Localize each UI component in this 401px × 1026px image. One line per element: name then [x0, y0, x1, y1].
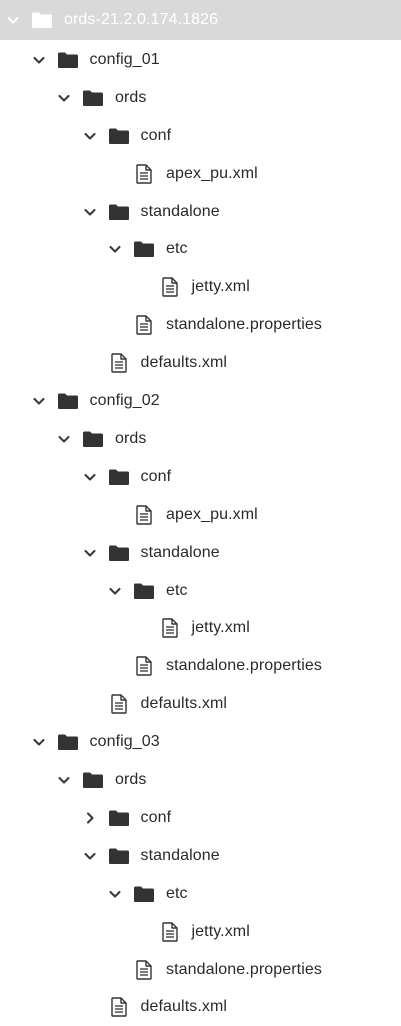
tree-item-label: config_03	[89, 733, 160, 751]
tree-row-folder[interactable]: ords	[0, 420, 401, 458]
folder-icon	[133, 581, 155, 601]
tree-item-label: jetty.xml	[191, 619, 250, 637]
folder-icon	[57, 50, 79, 70]
chevron-down-icon[interactable]	[32, 735, 46, 749]
file-icon	[133, 959, 155, 980]
tree-row-folder[interactable]: config_01	[0, 41, 401, 79]
folder-icon	[82, 770, 104, 790]
chevron-down-icon[interactable]	[83, 849, 97, 863]
tree-item-label: etc	[166, 240, 188, 258]
tree-row-folder[interactable]: conf	[0, 458, 401, 496]
folder-icon	[108, 467, 130, 487]
tree-item-label: standalone.properties	[166, 960, 322, 978]
tree-item-label: standalone	[140, 543, 220, 561]
tree-item-label: config_02	[89, 392, 160, 409]
tree-item-label: etc	[166, 581, 188, 599]
tree-item-label: ords	[115, 771, 147, 788]
folder-icon	[108, 808, 130, 828]
tree-item-label: standalone.properties	[166, 316, 322, 334]
folder-icon	[108, 126, 130, 146]
file-icon	[159, 277, 181, 297]
tree-row-folder[interactable]: etc	[0, 572, 401, 610]
tree-item-label: etc	[166, 884, 188, 902]
chevron-down-icon[interactable]	[6, 13, 20, 27]
tree-row-folder[interactable]: conf	[0, 117, 401, 155]
tree-row-file[interactable]: defaults.xml	[0, 685, 401, 723]
tree-item-label: conf	[140, 467, 172, 485]
tree-item-label: apex_pu.xml	[166, 505, 258, 523]
file-icon	[108, 353, 130, 373]
folder-icon	[57, 391, 79, 411]
chevron-right-icon[interactable]	[83, 811, 97, 825]
tree-item-label: jetty.xml	[191, 922, 250, 940]
tree-item-label: ords	[115, 429, 147, 447]
tree-row-file[interactable]: standalone.properties	[0, 951, 401, 989]
folder-icon	[133, 884, 155, 904]
tree-row-file[interactable]: standalone.properties	[0, 647, 401, 685]
tree-item-label: apex_pu.xml	[166, 164, 258, 182]
chevron-down-icon[interactable]	[57, 773, 71, 787]
tree-row-file[interactable]: jetty.xml	[0, 268, 401, 306]
tree-item-label: conf	[140, 808, 172, 826]
file-icon	[133, 163, 155, 184]
tree-item-label: defaults.xml	[140, 695, 228, 713]
folder-icon	[108, 543, 130, 563]
folder-icon	[82, 88, 104, 108]
file-icon	[133, 656, 155, 676]
tree-row-folder[interactable]: ords	[0, 79, 401, 117]
tree-item-label: jetty.xml	[191, 278, 250, 296]
folder-icon	[108, 846, 130, 866]
tree-row-file[interactable]: jetty.xml	[0, 913, 401, 951]
file-icon	[133, 315, 155, 335]
folder-icon	[108, 202, 130, 222]
tree-row-file[interactable]: apex_pu.xml	[0, 496, 401, 534]
tree-item-label: config_01	[89, 50, 160, 68]
folder-icon	[133, 239, 155, 259]
file-icon	[133, 504, 155, 525]
tree-item-label: defaults.xml	[140, 998, 228, 1016]
tree-row-folder[interactable]: standalone	[0, 534, 401, 572]
tree-row-folder[interactable]: etc	[0, 875, 401, 913]
folder-icon	[82, 429, 104, 449]
tree-row-folder[interactable]: standalone	[0, 837, 401, 875]
chevron-down-icon[interactable]	[83, 129, 97, 143]
tree-row-folder[interactable]: conf	[0, 799, 401, 837]
folder-icon	[57, 732, 79, 752]
tree-row-file[interactable]: standalone.properties	[0, 306, 401, 344]
tree-item-label: standalone	[140, 202, 220, 220]
tree-row-file[interactable]: defaults.xml	[0, 988, 401, 1026]
tree-row-folder[interactable]: etc	[0, 230, 401, 268]
tree-item-label: conf	[140, 126, 172, 144]
chevron-down-icon[interactable]	[57, 432, 71, 446]
file-icon	[159, 921, 181, 942]
chevron-down-icon[interactable]	[108, 242, 122, 256]
file-icon	[159, 618, 181, 639]
tree-item-label: ords	[115, 88, 147, 106]
chevron-down-icon[interactable]	[32, 394, 46, 408]
tree-row-file[interactable]: defaults.xml	[0, 344, 401, 382]
file-icon	[108, 997, 130, 1018]
chevron-down-icon[interactable]	[108, 584, 122, 598]
tree-row-folder[interactable]: ords	[0, 761, 401, 799]
tree-row-file[interactable]: jetty.xml	[0, 609, 401, 647]
tree-row-file[interactable]: apex_pu.xml	[0, 155, 401, 193]
chevron-down-icon[interactable]	[83, 470, 97, 484]
tree-row-folder[interactable]: config_03	[0, 723, 401, 761]
chevron-down-icon[interactable]	[57, 91, 71, 105]
file-icon	[108, 694, 130, 714]
folder-icon	[31, 10, 53, 30]
chevron-down-icon[interactable]	[83, 546, 97, 560]
tree-row-folder[interactable]: config_02	[0, 382, 401, 420]
tree-row-folder[interactable]: standalone	[0, 193, 401, 231]
tree-row-folder[interactable]: ords-21.2.0.174.1826	[0, 0, 401, 40]
chevron-down-icon[interactable]	[108, 887, 122, 901]
tree-item-label: defaults.xml	[140, 354, 228, 372]
chevron-down-icon[interactable]	[32, 53, 46, 67]
tree-item-label: standalone.properties	[166, 657, 322, 675]
chevron-down-icon[interactable]	[83, 205, 97, 219]
tree-item-label: standalone	[140, 846, 220, 864]
tree-item-label: ords-21.2.0.174.1826	[64, 11, 219, 28]
